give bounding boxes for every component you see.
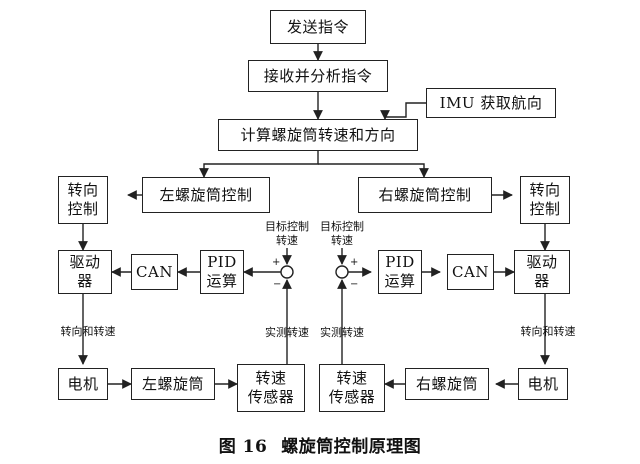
- right-motor-box: 电机: [518, 368, 568, 400]
- right-screw-box: 右螺旋筒: [405, 368, 489, 400]
- left-minus-sign: −: [273, 279, 282, 290]
- left-pid-box: PID 运算: [200, 250, 244, 294]
- right-speed-sensor-box: 转速 传感器: [319, 364, 385, 412]
- compute-speed-direction-box: 计算螺旋筒转速和方向: [218, 119, 418, 151]
- left-plus-sign: +: [272, 257, 281, 268]
- right-measured-speed-label: 实测转速: [320, 326, 364, 339]
- branch-left: [199, 151, 319, 178]
- right-screw-control-box: 右螺旋筒控制: [358, 177, 492, 213]
- left-turn-control-box: 转向 控制: [58, 176, 108, 224]
- send-command-box: 发送指令: [270, 10, 366, 44]
- figure-number: 图 16: [218, 437, 268, 457]
- left-motor-box: 电机: [58, 368, 108, 400]
- left-can-box: CAN: [131, 254, 178, 290]
- left-driver-box: 驱动 器: [58, 250, 112, 294]
- right-turn-and-speed-label: 转向和转速: [520, 325, 576, 338]
- left-screw-box: 左螺旋筒: [131, 368, 215, 400]
- arrow-imu-to-compute: [380, 102, 426, 120]
- right-minus-sign: −: [350, 279, 359, 290]
- left-summing-junction: [280, 265, 294, 279]
- figure-title: 螺旋筒控制原理图: [281, 437, 422, 457]
- left-screw-control-box: 左螺旋筒控制: [142, 177, 270, 213]
- left-speed-sensor-box: 转速 传感器: [237, 364, 305, 412]
- figure-caption: 图 16 螺旋筒控制原理图: [0, 432, 640, 457]
- branch-right: [318, 163, 429, 178]
- right-target-speed-label: 目标控制 转速: [320, 220, 364, 247]
- right-plus-sign: +: [350, 257, 359, 268]
- right-pid-box: PID 运算: [378, 250, 422, 294]
- left-target-speed-label: 目标控制 转速: [265, 220, 309, 247]
- right-summing-junction: [335, 265, 349, 279]
- right-driver-box: 驱动 器: [514, 250, 570, 294]
- imu-heading-box: IMU 获取航向: [426, 88, 556, 118]
- right-can-box: CAN: [447, 254, 494, 290]
- left-turn-and-speed-label: 转向和转速: [60, 325, 116, 338]
- receive-parse-box: 接收并分析指令: [248, 60, 388, 92]
- right-turn-control-box: 转向 控制: [520, 176, 570, 224]
- left-measured-speed-label: 实测转速: [265, 326, 309, 339]
